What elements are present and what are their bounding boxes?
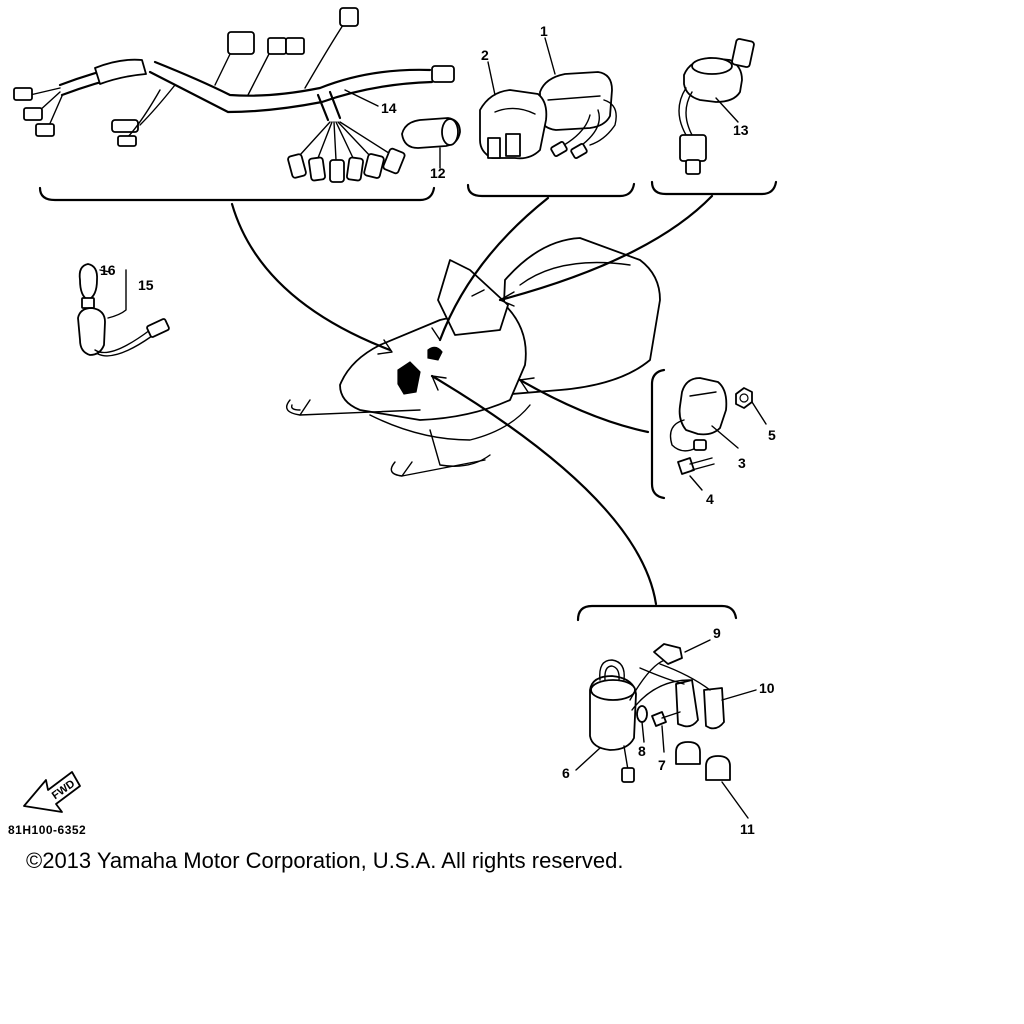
fwd-arrow: FWD: [23, 771, 81, 813]
group-bracket-sensor: [650, 368, 666, 500]
callout-11: 11: [740, 821, 755, 837]
ski-right: [390, 459, 486, 477]
callout-12: 12: [430, 165, 446, 181]
callout-5: 5: [768, 427, 776, 443]
callout-1: 1: [540, 23, 548, 39]
lamp-group: [77, 263, 170, 357]
callout-4: 4: [706, 491, 714, 507]
body-ignition-location: [397, 361, 421, 395]
part-4-bolt: [677, 457, 695, 475]
ignition-coil-group: [575, 604, 757, 819]
wire-harness-group: [13, 7, 461, 202]
group-bracket-switch: [650, 180, 778, 196]
part-9-clip: [653, 643, 683, 665]
part-10-plug-cap-b: [703, 687, 725, 730]
callout-13: 13: [733, 122, 749, 138]
windshield: [437, 259, 509, 336]
cdi-group: [466, 37, 636, 198]
group-bracket-coil: [576, 604, 738, 622]
part-15-lamp-socket: [77, 307, 106, 356]
part-16-bulb: [78, 263, 98, 301]
fwd-arrow-icon: [23, 771, 81, 813]
callout-3: 3: [738, 455, 746, 471]
rear-body: [499, 237, 661, 396]
callouts: 1 2 3 4 5 6 7 8 9 10 11 12 13 14 15 16: [100, 23, 776, 837]
callout-16: 16: [100, 262, 116, 278]
part-11-cap-a: [675, 741, 701, 765]
group-bracket-cdi: [466, 182, 636, 198]
callout-9: 9: [713, 625, 721, 641]
copyright-notice: ©2013 Yamaha Motor Corporation, U.S.A. A…: [26, 848, 624, 873]
callout-6: 6: [562, 765, 570, 781]
part-code: 81H100-6352: [8, 823, 86, 837]
callout-7: 7: [658, 757, 666, 773]
callout-10: 10: [759, 680, 775, 696]
hood: [339, 304, 527, 421]
part-10-plug-cap-a: [675, 679, 699, 728]
callout-15: 15: [138, 277, 154, 293]
callout-8: 8: [638, 743, 646, 759]
leader-lines: [230, 194, 714, 606]
part-7-bolt: [651, 711, 667, 727]
group-bracket-harness: [38, 186, 436, 202]
callout-2: 2: [481, 47, 489, 63]
sensor-group: [650, 368, 767, 500]
part-3-sensor: [678, 377, 728, 436]
snowmobile-body: [286, 237, 661, 477]
main-switch-group: [650, 38, 778, 196]
part-8-washer: [636, 705, 648, 723]
callout-14: 14: [381, 100, 397, 116]
part-11-cap-b: [705, 755, 731, 781]
part-1-cdi-unit: [539, 71, 613, 131]
